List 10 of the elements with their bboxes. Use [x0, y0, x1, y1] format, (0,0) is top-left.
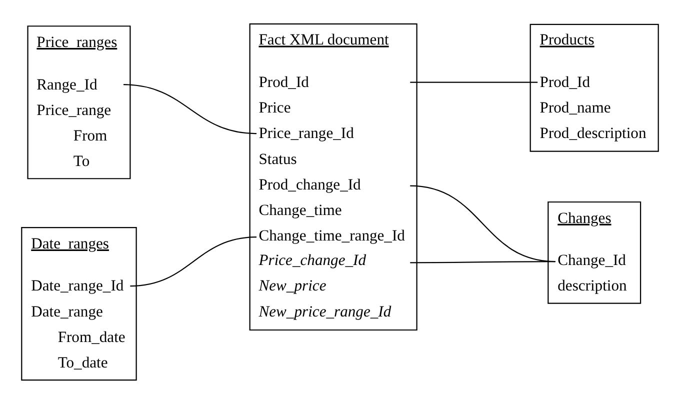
connector	[130, 236, 257, 287]
connector	[410, 261, 556, 264]
node-box: Date_ranges Date_range_Id Date_range From_date To_date	[21, 227, 137, 381]
node-box: Changes Change_Id description	[548, 201, 642, 304]
node-box: Products Prod_Id Prod_name Prod_description	[530, 24, 659, 152]
node-box: Fact XML document Prod_Id Price Price_range_Id Status Prod_change_Id Change_time Change_time_range_Id Price_change_Id New_price New_price_range_Id	[249, 23, 418, 331]
connector	[410, 185, 556, 262]
connector	[410, 82, 538, 83]
node-box: Price_ranges Range_Id Price_range From To	[27, 26, 131, 180]
connector	[123, 84, 257, 134]
